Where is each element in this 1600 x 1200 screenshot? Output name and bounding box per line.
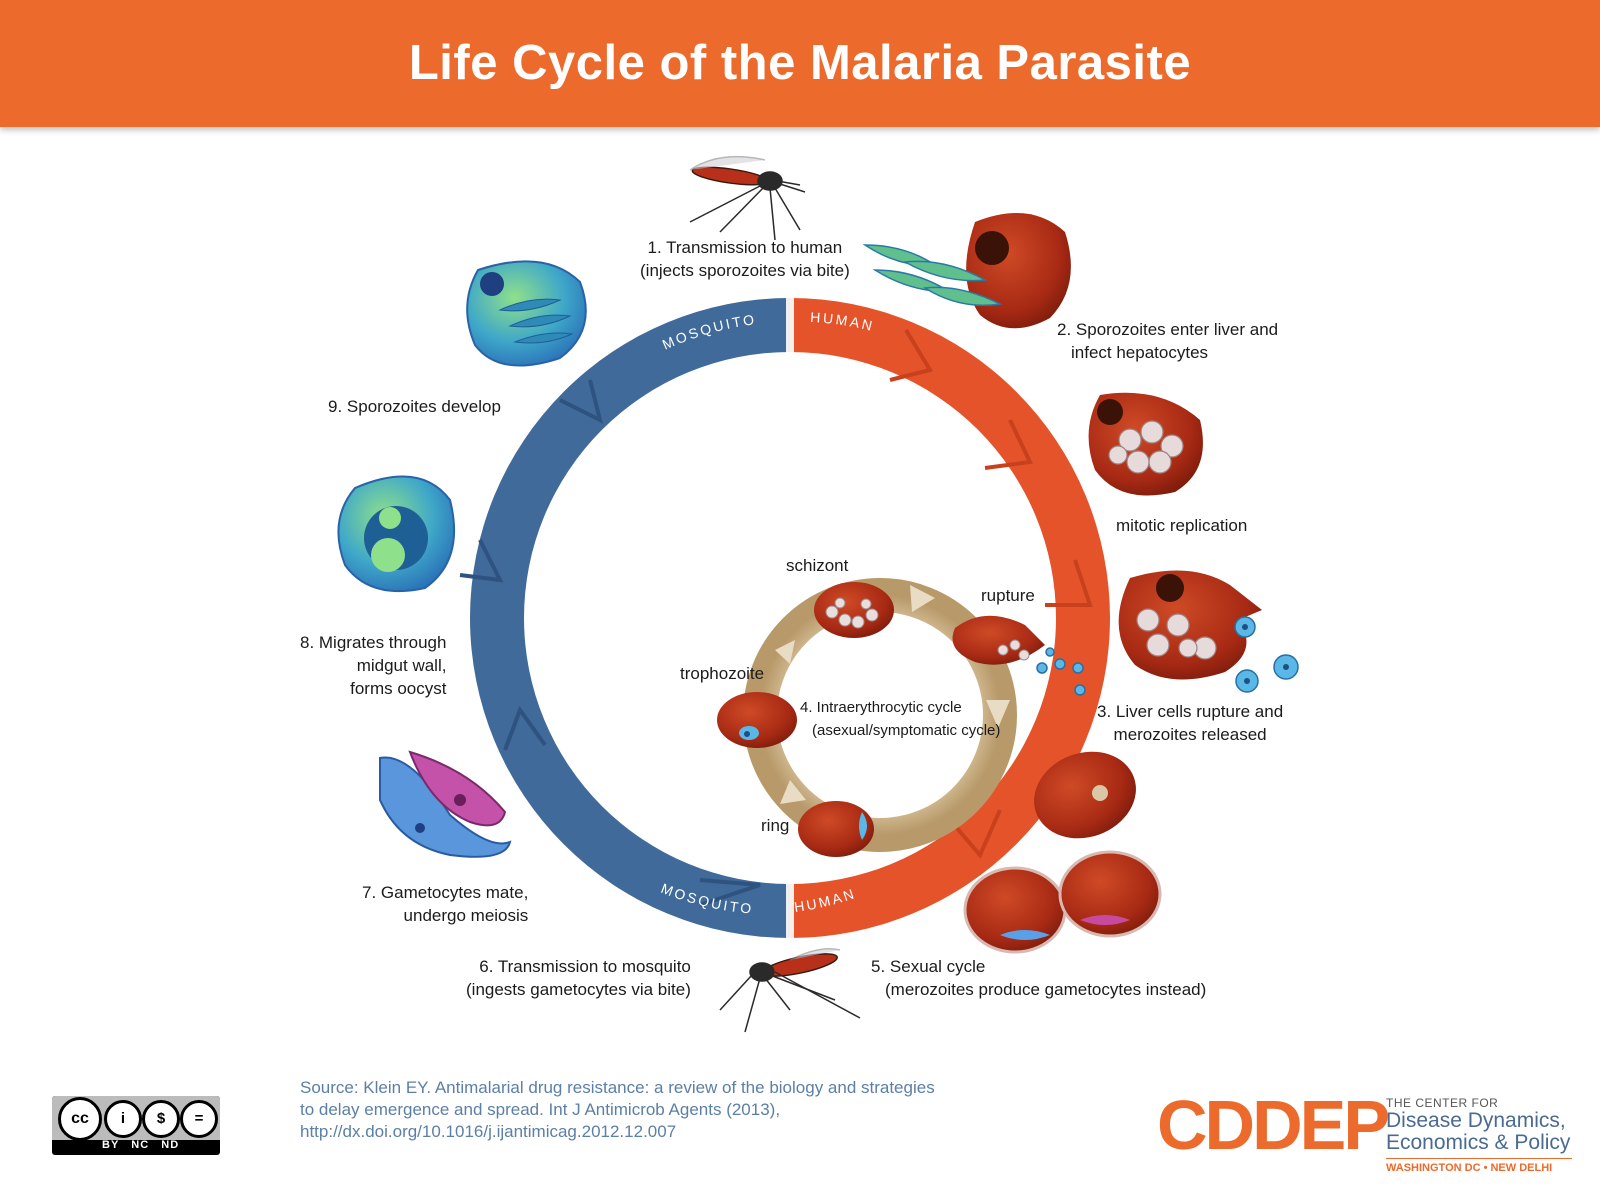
gametocytes-mating	[379, 750, 512, 858]
step-1-line1: 1. Transmission to human	[647, 238, 843, 257]
source-line2: to delay emergence and spread. Int J Ant…	[300, 1100, 781, 1119]
org-line3: Economics & Policy	[1386, 1131, 1571, 1154]
liver-cell-infected	[966, 213, 1071, 329]
oocyst-cell	[337, 475, 456, 592]
schizont-cell	[814, 582, 894, 638]
step-2-line1: 2. Sporozoites enter liver and	[1057, 320, 1279, 339]
step-9-label: 9. Sporozoites develop	[328, 397, 501, 416]
org-line1: THE CENTER FOR	[1386, 1096, 1499, 1110]
source-link[interactable]: http://dx.doi.org/10.1016/j.ijantimicag.…	[300, 1122, 677, 1141]
mitotic-replication-label: mitotic replication	[1116, 516, 1248, 535]
org-locations: WASHINGTON DC • NEW DELHI	[1386, 1162, 1553, 1174]
step-7-line1: 7. Gametocytes mate,	[362, 883, 529, 902]
step-1-line2: (injects sporozoites via bite)	[640, 261, 850, 280]
rupture-label: rupture	[981, 586, 1035, 605]
step-6-label: 6. Transmission to mosquito (ingests gam…	[466, 955, 691, 1001]
step-4-line1: 4. Intraerythrocytic cycle	[800, 699, 962, 716]
step-3-label: 3. Liver cells rupture and merozoites re…	[1097, 700, 1283, 746]
step-2-line2: infect hepatocytes	[1071, 343, 1209, 362]
by-icon: i	[104, 1100, 142, 1138]
schizont-label: schizont	[786, 556, 849, 575]
oocyst-sporozoites	[466, 260, 587, 367]
rupture-cell	[952, 615, 1045, 665]
rbc-after-release	[1034, 751, 1136, 839]
step-7-line2: undergo meiosis	[403, 906, 529, 925]
nc-icon: $	[142, 1100, 180, 1138]
cc-icon: cc	[58, 1097, 102, 1141]
step-6-line2: (ingests gametocytes via bite)	[466, 980, 691, 999]
trophozoite-cell	[717, 692, 797, 748]
step-7-label: 7. Gametocytes mate, undergo meiosis	[362, 881, 528, 927]
mosquito-top-icon	[689, 155, 806, 241]
title-banner: Life Cycle of the Malaria Parasite	[0, 0, 1600, 127]
nd-icon: =	[180, 1100, 218, 1138]
license-tags: BY NC ND	[102, 1139, 180, 1151]
step-5-line2: (merozoites produce gametocytes instead)	[885, 980, 1207, 999]
org-divider	[1386, 1158, 1572, 1159]
released-merozoites	[1036, 647, 1086, 696]
cc-license-badge[interactable]: cc i $ = BY NC ND	[52, 1096, 220, 1155]
inner-ring-chevrons	[775, 585, 1010, 804]
liver-cell-ruptured	[1118, 570, 1262, 680]
step-1-label: 1. Transmission to human (injects sporoz…	[640, 236, 850, 282]
step-3-line2: merozoites released	[1113, 725, 1267, 744]
step-5-label: 5. Sexual cycle (merozoites produce game…	[871, 955, 1206, 1001]
trophozoite-label: trophozoite	[680, 664, 765, 683]
mosquito-ring	[470, 298, 790, 938]
step-3-line1: 3. Liver cells rupture and	[1097, 702, 1284, 721]
ring-label: ring	[761, 816, 790, 835]
page-title: Life Cycle of the Malaria Parasite	[408, 36, 1192, 90]
org-line2: Disease Dynamics,	[1386, 1109, 1566, 1132]
step-8-line3: forms oocyst	[350, 679, 447, 698]
mosquito-bottom-icon	[719, 948, 861, 1033]
source-line1: Source: Klein EY. Antimalarial drug resi…	[300, 1078, 935, 1097]
gametocyte-rbcs	[963, 850, 1162, 954]
ring-chevrons	[459, 328, 1093, 907]
step-4-line2: (asexual/symptomatic cycle)	[812, 722, 1001, 739]
source-citation: Source: Klein EY. Antimalarial drug resi…	[300, 1077, 935, 1143]
step-8-line2: midgut wall,	[356, 656, 447, 675]
step-4-label: 4. Intraerythrocytic cycle (asexual/symp…	[800, 696, 1000, 742]
step-8-line1: 8. Migrates through	[300, 633, 447, 652]
step-8-label: 8. Migrates through midgut wall, forms o…	[300, 631, 446, 700]
step-5-line1: 5. Sexual cycle	[871, 957, 986, 976]
step-2-label: 2. Sporozoites enter liver and infect he…	[1057, 318, 1278, 364]
step-6-line1: 6. Transmission to mosquito	[479, 957, 691, 976]
liver-cell-replicating	[1088, 392, 1203, 496]
ring-cell	[798, 801, 874, 857]
org-name: Disease Dynamics, Economics & Policy	[1386, 1110, 1570, 1154]
cddep-logo: CDDEP	[1157, 1086, 1390, 1164]
sporozoites-cluster	[862, 244, 1003, 307]
